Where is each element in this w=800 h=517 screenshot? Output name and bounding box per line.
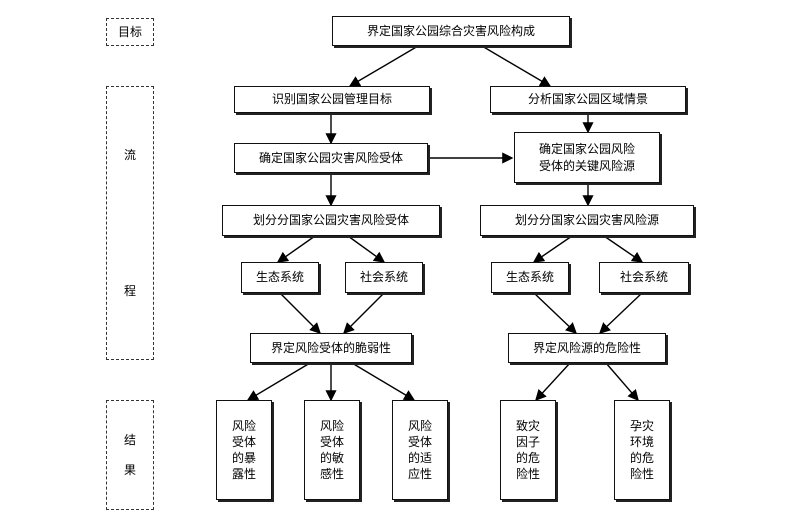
key-source-line-1: 确定国家公园风险 [538, 142, 635, 157]
arrow-danger-to-environment [605, 362, 639, 402]
sensitivity-line-4: 感性 [319, 467, 344, 482]
arrow-classify-to-eco-right [532, 235, 573, 263]
danger-box: 界定风险源的危险性 [508, 333, 666, 363]
stage-goal-box: 目标 [106, 18, 154, 46]
key-source-line-2: 受体的关键风险源 [538, 158, 635, 173]
arrow-danger-to-hazard [535, 362, 571, 402]
hazard-environment-line-4: 险性 [629, 467, 654, 482]
receptor-text: 确定国家公园灾害风险受体 [258, 150, 403, 165]
exposure-line-4: 露性 [231, 467, 256, 482]
classify-receptor-text: 划分分国家公园灾害风险受体 [252, 213, 409, 228]
arrow-social-to-danger [598, 292, 643, 334]
social-system-right-box: 社会系统 [599, 262, 689, 293]
hazard-factor-line-2: 因子 [515, 434, 540, 449]
arrow-social-to-vulnerability [343, 292, 385, 334]
arrow-vulnerability-to-exposure [246, 362, 311, 401]
social-system-right-text: 社会系统 [619, 270, 668, 285]
hazard-environment-line-1: 孕灾 [629, 418, 654, 433]
identify-goals-text: 识别国家公园管理目标 [271, 92, 392, 107]
adaptability-line-1: 风险 [407, 418, 432, 433]
hazard-factor-line-1: 致灾 [515, 418, 540, 433]
stage-result-box: 结 果 [106, 400, 154, 510]
identify-goals-box: 识别国家公园管理目标 [234, 86, 430, 113]
analyze-scenario-text: 分析国家公园区域情景 [527, 92, 648, 107]
hazard-environment-line-2: 环境 [629, 434, 654, 449]
stage-result-char-2: 果 [123, 463, 136, 477]
exposure-box: 风险 受体 的暴 露性 [216, 400, 272, 500]
receptor-box: 确定国家公园灾害风险受体 [234, 143, 428, 173]
stage-process-box: 流 程 [106, 86, 154, 360]
arrow-eco-to-vulnerability [279, 292, 321, 334]
arrow-classify-to-social-right [603, 235, 644, 263]
hazard-environment-box: 孕灾 环境 的危 险性 [614, 400, 670, 500]
adaptability-line-4: 应性 [407, 467, 432, 482]
sensitivity-line-1: 风险 [319, 418, 344, 433]
sensitivity-line-3: 的敏 [319, 451, 344, 465]
danger-text: 界定风险源的危险性 [532, 340, 641, 355]
exposure-line-2: 受体 [231, 434, 256, 449]
stage-result-char-1: 结 [123, 432, 136, 447]
hazard-environment-line-3: 的危 [629, 451, 654, 465]
adaptability-line-2: 受体 [407, 434, 432, 449]
sensitivity-line-2: 受体 [319, 434, 344, 449]
exposure-line-3: 的暴 [231, 451, 256, 465]
arrow-eco-to-danger [533, 292, 578, 334]
stage-process-char-2: 程 [123, 283, 136, 298]
eco-system-right-box: 生态系统 [491, 262, 569, 293]
eco-system-left-text: 生态系统 [255, 270, 304, 285]
arrow-classify-to-eco-left [276, 235, 316, 263]
eco-system-left-box: 生态系统 [241, 262, 319, 293]
stage-process-char-1: 流 [123, 147, 136, 162]
social-system-left-box: 社会系统 [345, 262, 423, 293]
arrow-goal-to-analyze [481, 45, 552, 87]
vulnerability-box: 界定风险受体的脆弱性 [250, 333, 412, 363]
exposure-line-1: 风险 [231, 418, 256, 433]
goal-box: 界定国家公园综合灾害风险构成 [332, 16, 570, 46]
eco-system-right-text: 生态系统 [505, 270, 554, 285]
sensitivity-box: 风险 受体 的敏 感性 [304, 400, 360, 500]
hazard-factor-line-4: 险性 [515, 467, 540, 482]
key-source-box: 确定国家公园风险 受体的关键风险源 [514, 132, 660, 183]
adaptability-box: 风险 受体 的适 应性 [392, 400, 448, 500]
arrow-goal-to-identify [348, 45, 419, 87]
arrow-classify-to-social-left [347, 235, 386, 263]
analyze-scenario-box: 分析国家公园区域情景 [490, 86, 686, 113]
classify-source-text: 划分分国家公园灾害风险源 [514, 213, 659, 228]
goal-text: 界定国家公园综合灾害风险构成 [366, 23, 535, 38]
vulnerability-text: 界定风险受体的脆弱性 [270, 340, 391, 355]
adaptability-line-3: 的适 [407, 451, 432, 465]
classify-source-box: 划分分国家公园灾害风险源 [480, 205, 694, 236]
stage-goal-label: 目标 [117, 24, 142, 39]
hazard-factor-line-3: 的危 [515, 451, 540, 465]
classify-receptor-box: 划分分国家公园灾害风险受体 [222, 205, 440, 236]
social-system-left-text: 社会系统 [359, 270, 408, 285]
hazard-factor-box: 致灾 因子 的危 险性 [500, 400, 556, 500]
arrow-vulnerability-to-adaptability [351, 362, 416, 401]
